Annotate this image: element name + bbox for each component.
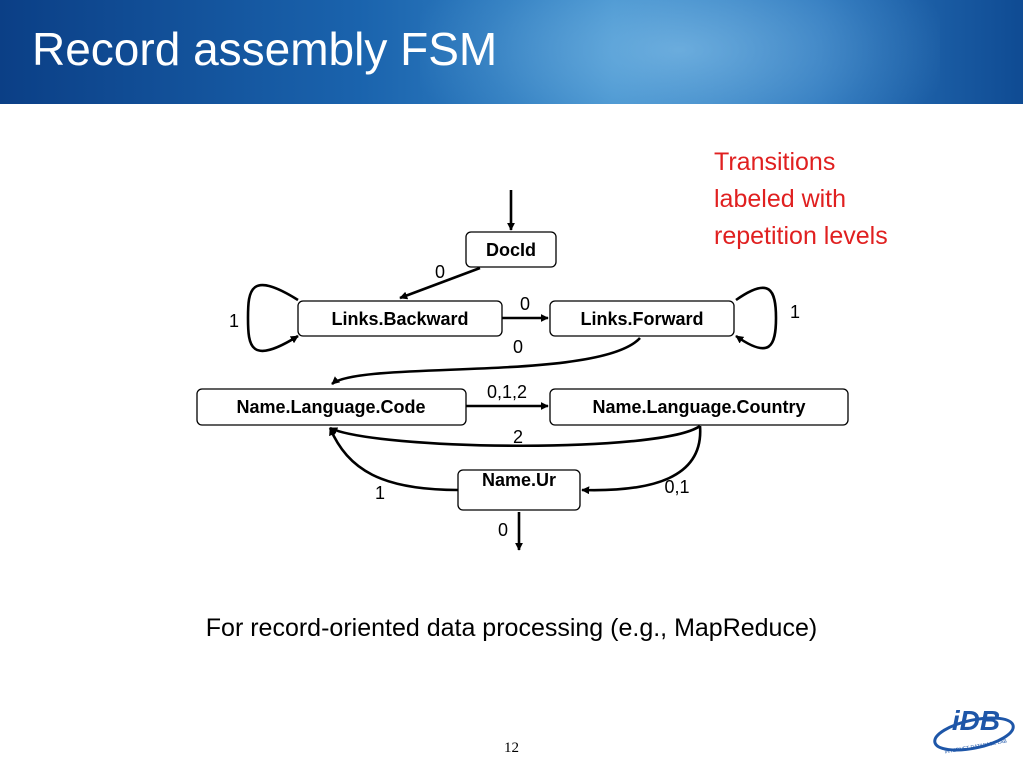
state-label: Name.Ur (482, 470, 556, 490)
edge-label-country-to-url: 0,1 (664, 477, 689, 497)
edge-label-backward-to-forward: 0 (520, 294, 530, 314)
note-line: labeled with (714, 185, 847, 213)
state-label: Name.Language.Country (592, 397, 805, 417)
fsm-state-name-language-country: Name.Language.Country (549, 388, 849, 426)
logo-subtext: INTERNET DATABASE LAB (944, 738, 1008, 755)
edge-label-url-to-code: 1 (375, 483, 385, 503)
state-box (549, 300, 735, 337)
transitions-note: Transitions labeled with repetition leve… (714, 144, 888, 255)
edge-label-code-to-country: 0,1,2 (487, 382, 527, 402)
edge-label-country-to-code: 2 (513, 427, 523, 447)
edge-country-to-code (329, 424, 701, 448)
edge-docid-to-backward (399, 266, 481, 300)
logo-wordmark: iDB (952, 705, 1000, 736)
state-box (465, 231, 557, 268)
state-box (196, 388, 467, 426)
title-banner (0, 0, 1023, 104)
edge-backward-self (246, 283, 299, 353)
logo-swoosh (933, 716, 1015, 752)
edge-forward-self (735, 286, 778, 350)
fsm-state-links-backward: Links.Backward (297, 300, 503, 337)
state-label: DocId (486, 240, 536, 260)
edge-label-docid-to-backward: 0 (435, 262, 445, 282)
slide-caption: For record-oriented data processing (e.g… (205, 614, 818, 642)
edge-url-to-code (328, 427, 459, 492)
edge-label-forward-to-code: 0 (513, 337, 523, 357)
fsm-state-links-forward: Links.Forward (549, 300, 735, 337)
slide-title: Record assembly FSM (32, 23, 498, 75)
state-box (297, 300, 503, 337)
edge-label-url-exit: 0 (498, 520, 508, 540)
edge-country-to-url (581, 425, 702, 495)
fsm-state-name-language-code: Name.Language.Code (196, 388, 467, 426)
edge-forward-to-code (331, 337, 641, 386)
state-label: Links.Forward (580, 309, 703, 329)
state-label: Name.Language.Code (236, 397, 425, 417)
state-label: Links.Backward (331, 309, 468, 329)
page-number: 12 (504, 740, 519, 756)
fsm-edges (246, 190, 778, 551)
idb-logo: iDB INTERNET DATABASE LAB (933, 705, 1015, 755)
edge-label-forward-self: 1 (790, 302, 800, 322)
edge-label-backward-self: 1 (229, 311, 239, 331)
state-box (457, 469, 581, 511)
fsm-state-docid: DocId (465, 231, 557, 268)
note-line: repetition levels (714, 222, 888, 250)
state-box (549, 388, 849, 426)
fsm-state-name-url: Name.Ur (457, 469, 581, 511)
note-line: Transitions (714, 148, 836, 176)
